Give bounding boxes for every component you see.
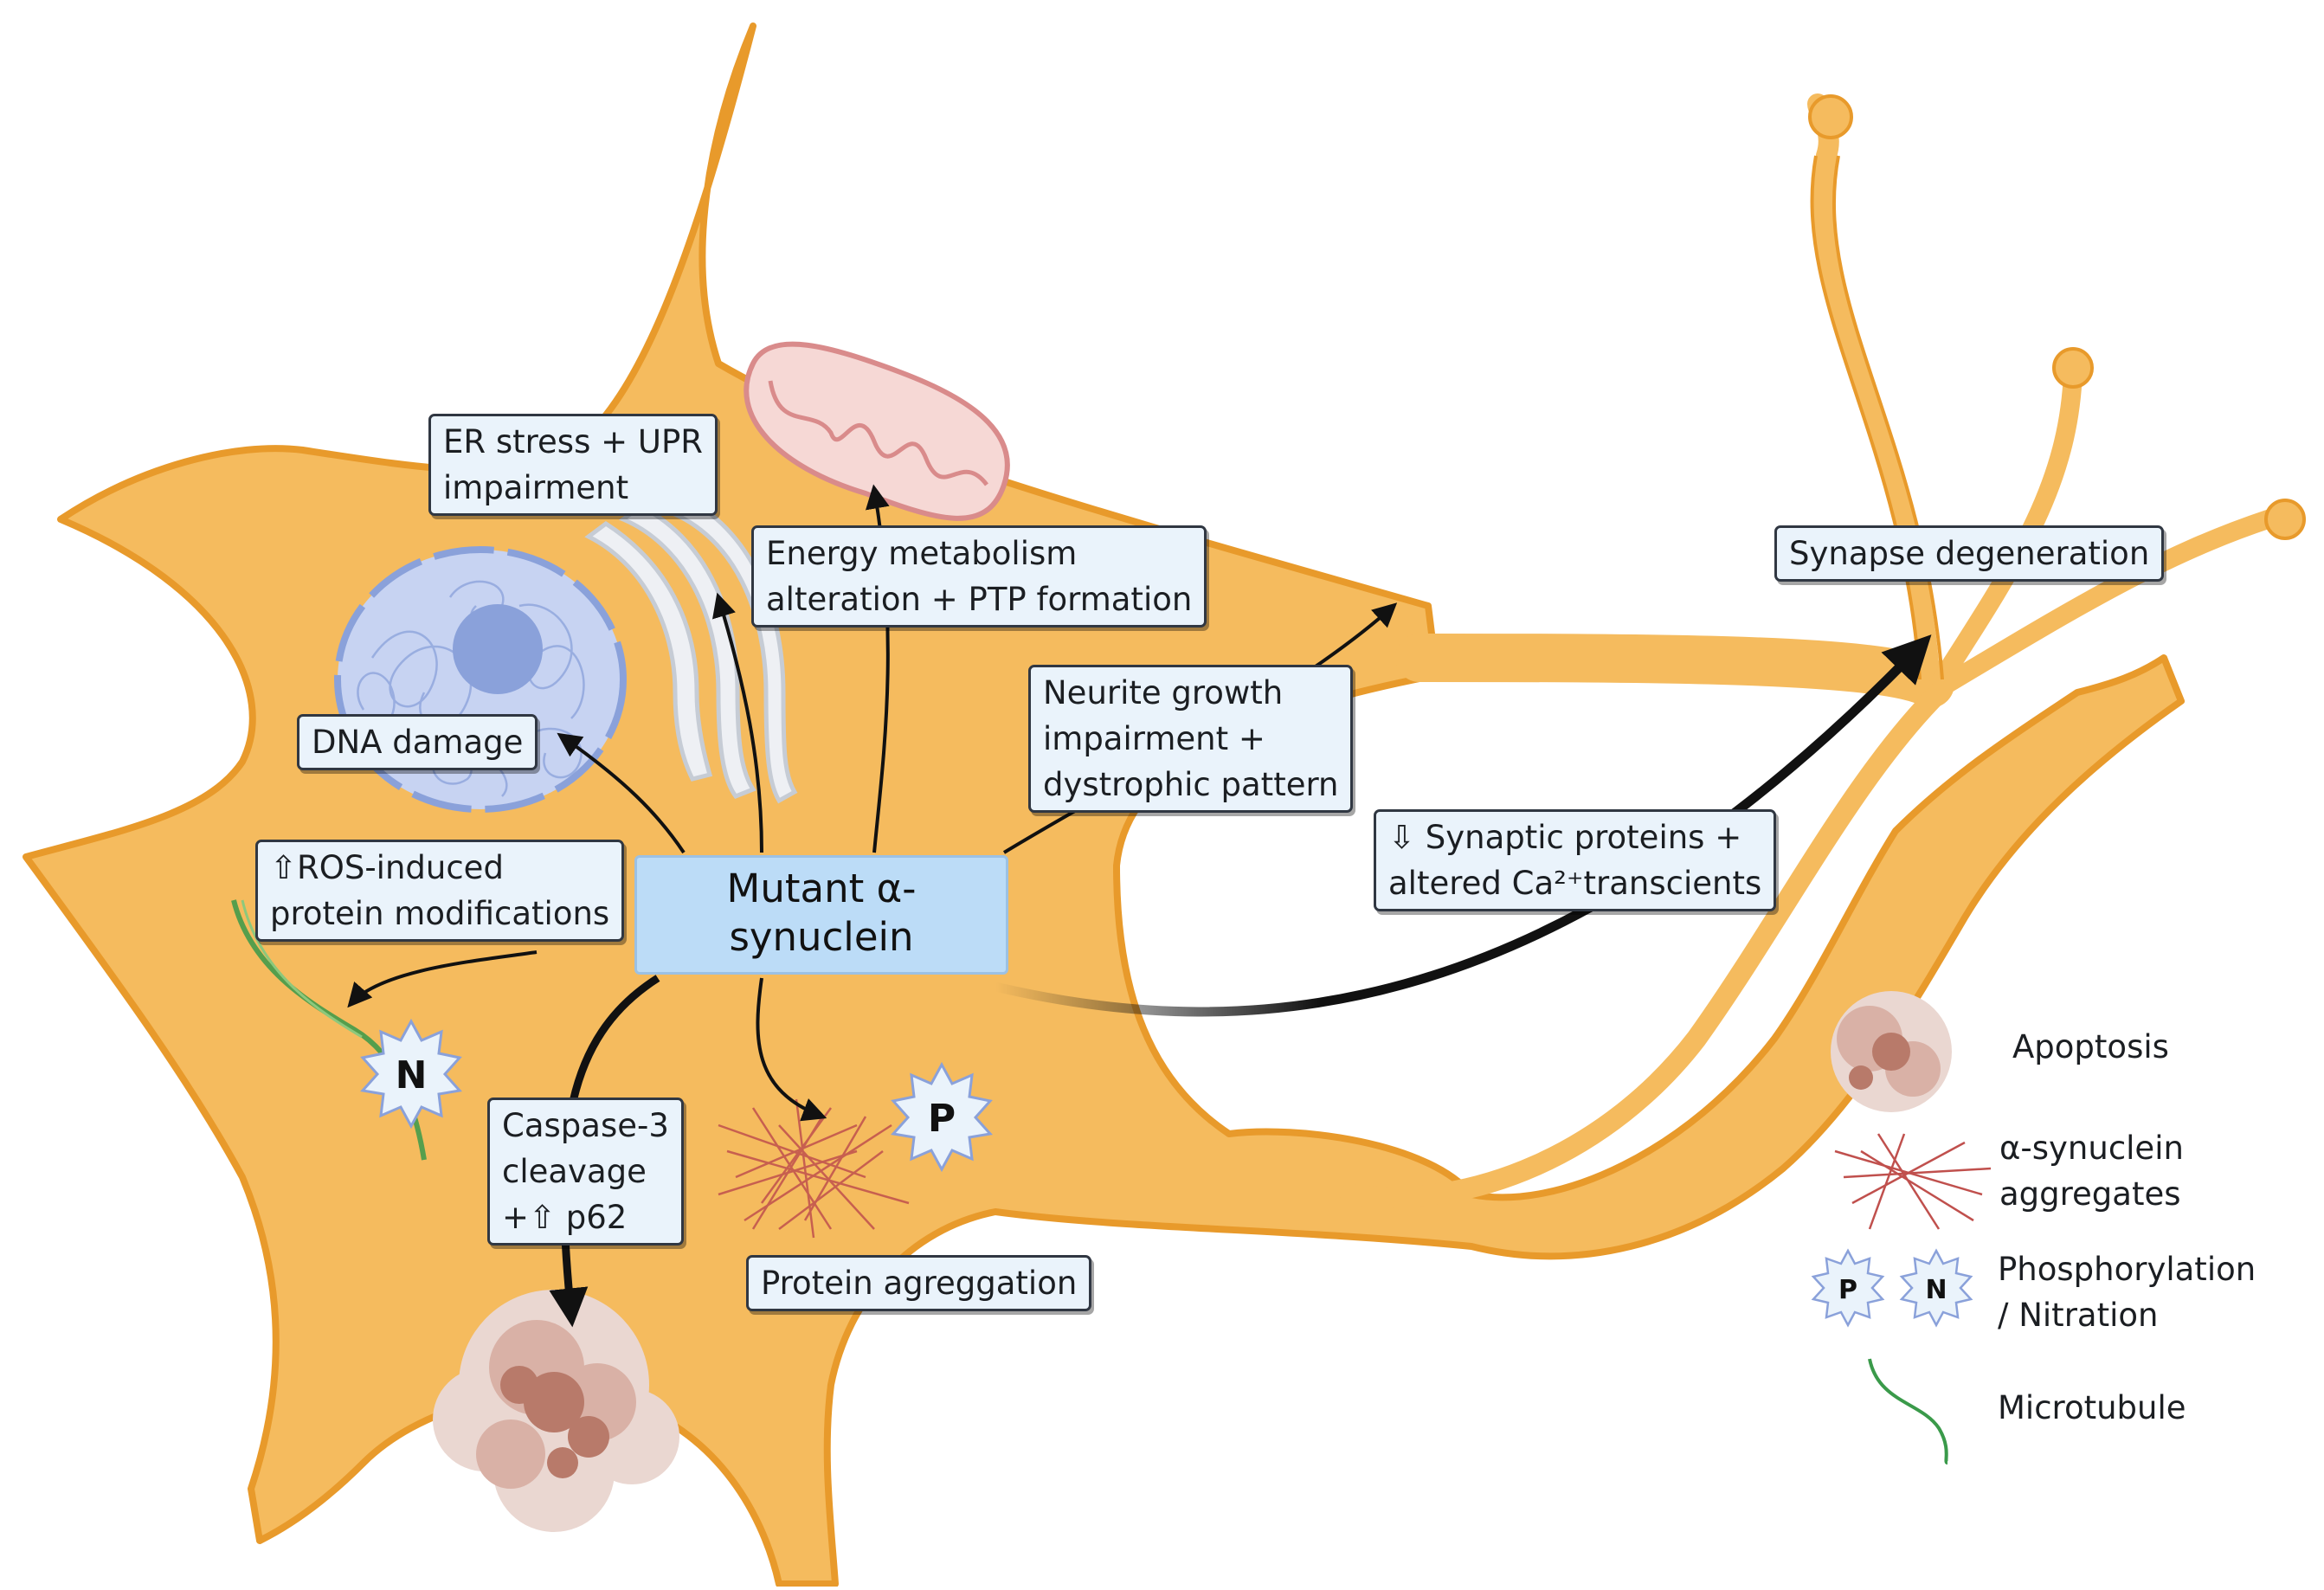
legend-aggregates-line-2: aggregates <box>1999 1175 2181 1213</box>
legend-phos-text: P <box>1838 1275 1857 1305</box>
nitration-badge: N <box>360 1018 462 1130</box>
legend-aggregates-label: α-synuclein aggregates <box>1999 1125 2184 1217</box>
legend-nitration-icon: N <box>1899 1248 1973 1328</box>
apoptotic-body <box>433 1290 679 1532</box>
legend-microtubule-label: Microtubule <box>1998 1385 2186 1431</box>
energy-metabolism-label: Energy metabolism alteration + PTP forma… <box>751 525 1207 628</box>
nitration-badge-text: N <box>396 1053 428 1098</box>
legend-phos-line-1: Phosphorylation <box>1998 1251 2256 1288</box>
legend-apoptosis-text: Apoptosis <box>2012 1028 2169 1065</box>
energy-line-2: alteration + PTP formation <box>766 581 1193 618</box>
dna-damage-label: DNA damage <box>297 714 538 770</box>
aggregation-line-1: Protein agreggation <box>761 1265 1078 1302</box>
synaptic-proteins-label: ⇩ Synaptic proteins + altered Ca²⁺transc… <box>1374 809 1777 911</box>
synaptic-line-1: ⇩ Synaptic proteins + <box>1388 819 1742 856</box>
legend-phosphorylation-icon: P <box>1811 1248 1885 1328</box>
neurite-growth-label: Neurite growth impairment + dystrophic p… <box>1028 665 1354 813</box>
mutant-alpha-synuclein-box: Mutant α-synuclein <box>634 855 1008 975</box>
caspase-line-1: Caspase-3 <box>502 1107 669 1144</box>
caspase-line-2: cleavage <box>502 1153 647 1190</box>
synaptic-line-2: altered Ca²⁺transcients <box>1388 865 1762 902</box>
legend-phos-line-2: / Nitration <box>1998 1297 2159 1334</box>
dendrite-tips <box>1808 94 2306 540</box>
protein-aggregation-label: Protein agreggation <box>746 1255 1092 1311</box>
dna-line-1: DNA damage <box>312 724 524 761</box>
legend-nitr-text: N <box>1925 1275 1947 1305</box>
synapse-arrow <box>994 634 1932 1017</box>
caspase-label: Caspase-3 cleavage +⇧ p62 <box>487 1098 684 1246</box>
phosphorylation-badge: P <box>891 1061 993 1173</box>
legend-aggregates-line-1: α-synuclein <box>1999 1130 2184 1167</box>
er-stress-label: ER stress + UPR impairment <box>428 414 718 516</box>
er-stress-line-1: ER stress + UPR <box>443 423 703 460</box>
legend-microtubule-text: Microtubule <box>1998 1389 2186 1426</box>
aggregates-cell <box>718 1098 910 1239</box>
synapse-line-1: Synapse degeneration <box>1789 535 2150 572</box>
caspase-line-3: +⇧ p62 <box>502 1199 628 1236</box>
legend-apoptosis-label: Apoptosis <box>2012 1024 2169 1070</box>
endoplasmic-reticulum <box>584 495 798 804</box>
legend-phos-nitr-label: Phosphorylation / Nitration <box>1998 1246 2256 1338</box>
synapse-degeneration-label: Synapse degeneration <box>1774 525 2165 582</box>
center-line-2: α-synuclein <box>729 866 917 960</box>
legend-aggregates-icon <box>1834 1133 1992 1230</box>
nucleus <box>334 546 627 813</box>
er-stress-line-2: impairment <box>443 469 629 506</box>
neurite-line-1: Neurite growth <box>1043 674 1284 711</box>
ros-line-1: ⇧ROS-induced <box>270 849 504 886</box>
mitochondrion <box>744 341 1010 521</box>
neurite-line-3: dystrophic pattern <box>1043 766 1339 803</box>
ros-label: ⇧ROS-induced protein modifications <box>255 840 625 942</box>
neurite-line-2: impairment + <box>1043 720 1265 757</box>
center-line-1: Mutant <box>726 866 865 911</box>
phosphorylation-badge-text: P <box>928 1097 956 1141</box>
energy-line-1: Energy metabolism <box>766 535 1078 572</box>
ros-line-2: protein modifications <box>270 895 610 932</box>
legend-microtubule-icon <box>1868 1358 1948 1464</box>
legend-apoptosis-icon <box>1831 991 1952 1112</box>
dendrite-outline <box>1810 155 1944 680</box>
